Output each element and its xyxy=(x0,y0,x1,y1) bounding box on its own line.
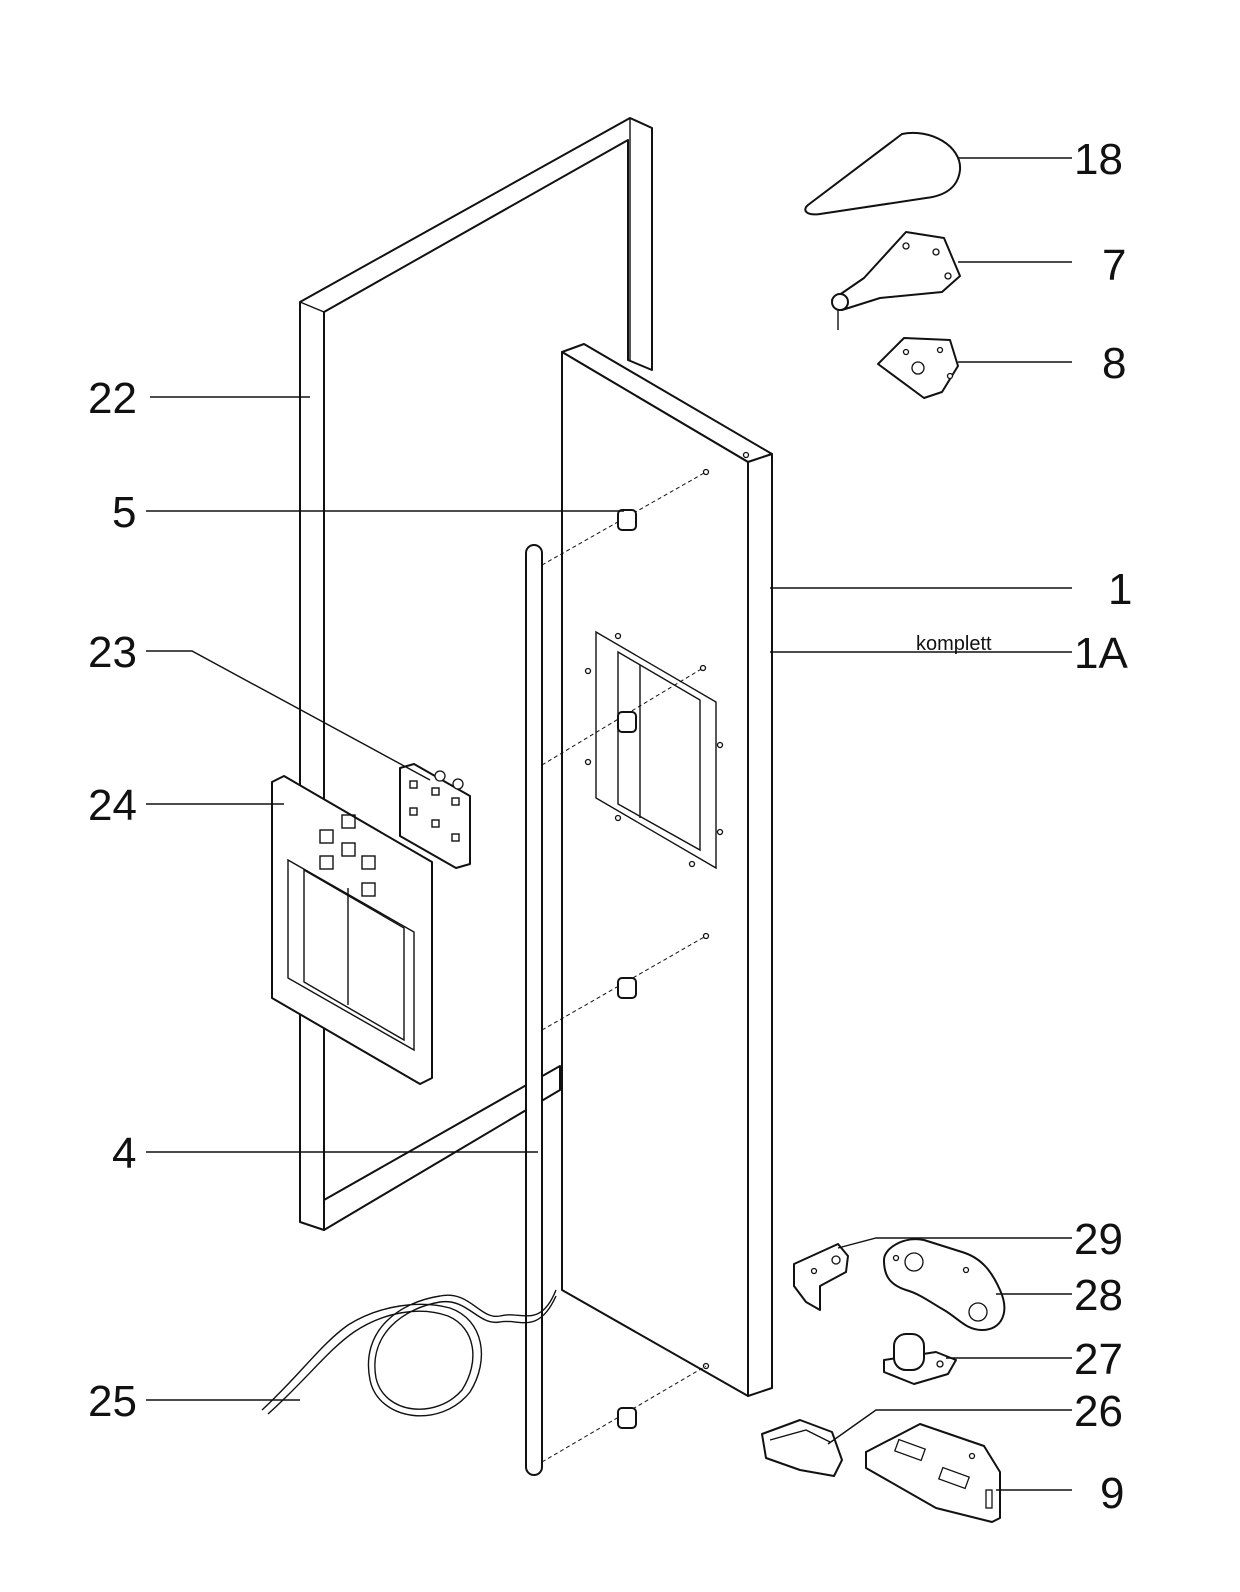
leader-29 xyxy=(837,1237,1072,1249)
part-7-upper-hinge xyxy=(831,231,961,330)
callout-4: 4 xyxy=(112,1129,136,1178)
callout-29: 29 xyxy=(1074,1215,1123,1264)
callout-5: 5 xyxy=(112,488,136,537)
leader-23 xyxy=(146,650,431,781)
part-28-hinge-plate xyxy=(883,1238,1006,1331)
leader-lines xyxy=(146,157,1072,1491)
part-26-clip xyxy=(761,1419,843,1477)
part-23-control-board xyxy=(399,763,471,869)
callout-1: 1 xyxy=(1108,565,1132,614)
part-1-door-panel xyxy=(561,343,773,1397)
callout-8: 8 xyxy=(1102,339,1126,388)
callout-9: 9 xyxy=(1100,1469,1124,1518)
part-4-handle-rod xyxy=(525,544,543,1476)
part-9-lower-hinge xyxy=(865,1423,1001,1523)
callout-28: 28 xyxy=(1074,1271,1123,1320)
callout-27: 27 xyxy=(1074,1335,1123,1384)
callout-26: 26 xyxy=(1074,1387,1123,1436)
callout-23: 23 xyxy=(88,628,137,677)
part-25-cable xyxy=(261,1289,557,1417)
part-5-bushings xyxy=(541,471,707,1463)
callout-25: 25 xyxy=(88,1377,137,1426)
komplett-note: komplett xyxy=(916,633,992,655)
part-22-door-frame xyxy=(299,117,653,1231)
part-18-hinge-cover xyxy=(804,131,962,216)
leader-26 xyxy=(827,1409,1072,1445)
callout-18: 18 xyxy=(1074,135,1123,184)
part-29-bracket xyxy=(793,1243,849,1311)
callout-labels: 18 7 8 22 5 1 komplett 1A 23 24 4 29 28 … xyxy=(88,135,1132,1518)
callout-1a: 1A xyxy=(1074,629,1128,678)
callout-22: 22 xyxy=(88,374,137,423)
part-8-hinge-shim xyxy=(877,337,959,399)
callout-24: 24 xyxy=(88,781,137,830)
callout-7: 7 xyxy=(1102,241,1126,290)
part-24-dispenser-fascia xyxy=(271,775,433,1085)
part-27-hinge-pin xyxy=(883,1333,957,1385)
